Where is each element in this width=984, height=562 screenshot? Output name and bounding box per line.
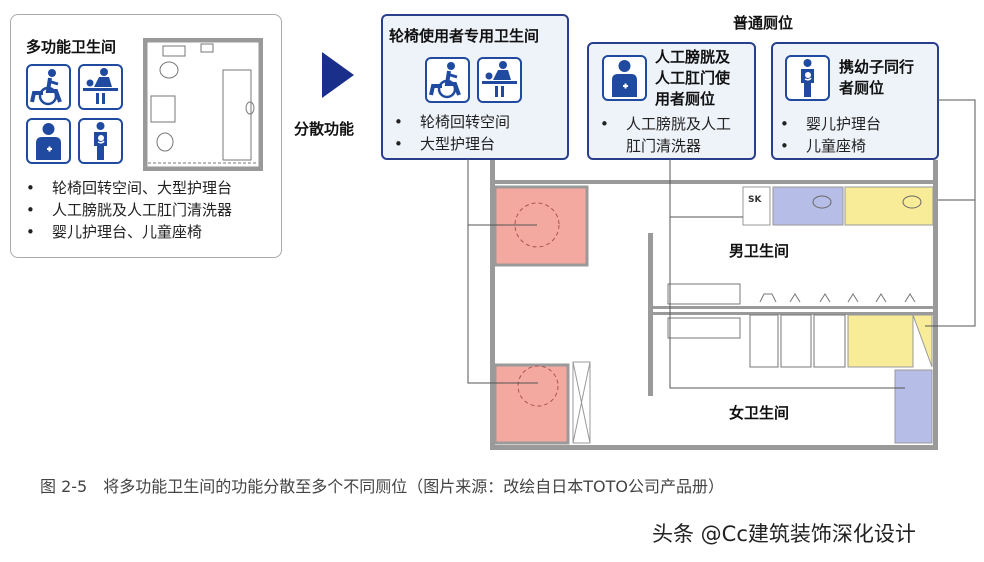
title-line: 人工膀胱及 xyxy=(655,48,731,66)
title-line: 携幼子同行 xyxy=(839,58,915,76)
title-line: 者厕位 xyxy=(839,79,885,97)
arrow-right-icon xyxy=(322,52,354,98)
sk-label: SK xyxy=(748,195,762,205)
wheelchair-bullet: •大型护理台 xyxy=(394,135,496,153)
wheelchair-box-title: 轮椅使用者专用卫生间 xyxy=(389,27,540,45)
multifunction-bullet: •人工膀胱及人工肛门清洗器 xyxy=(26,201,233,219)
multifunction-floor-plan xyxy=(143,38,263,171)
ostomy-bullet: •人工膀胱及人工 xyxy=(600,115,732,133)
distribute-functions-label: 分散功能 xyxy=(294,120,355,138)
child-box-title: 携幼子同行 者厕位 xyxy=(839,57,914,99)
child-bullet: •儿童座椅 xyxy=(780,137,867,155)
title-line: 用者厕位 xyxy=(655,90,716,108)
ostomy-stall-men xyxy=(772,186,844,226)
child-stall-men xyxy=(844,186,934,226)
child-bullet: •婴儿护理台 xyxy=(780,115,882,133)
wheelchair-room-women xyxy=(493,363,570,445)
multifunction-bullet: •婴儿护理台、儿童座椅 xyxy=(26,223,203,241)
general-stalls-label: 普通厕位 xyxy=(733,14,794,32)
restroom-floor-plan xyxy=(467,99,976,450)
multifunction-title: 多功能卫生间 xyxy=(26,38,117,56)
ostomy-box-title: 人工膀胱及 人工肛门使 用者厕位 xyxy=(655,47,730,110)
multifunction-bullet: •轮椅回转空间、大型护理台 xyxy=(26,179,233,197)
wheelchair-restroom-box xyxy=(381,14,569,160)
wheelchair-room-men xyxy=(493,185,589,267)
title-line: 人工肛门使 xyxy=(655,69,731,87)
ostomy-stall-women xyxy=(894,369,933,444)
mens-restroom-label: 男卫生间 xyxy=(729,242,790,260)
wheelchair-bullet: •轮椅回转空间 xyxy=(394,113,511,131)
figure-caption: 图 2-5 将多功能卫生间的功能分散至多个不同厕位（图片来源：改绘自日本TOTO… xyxy=(40,477,724,496)
watermark: 头条 @Cc建筑装饰深化设计 xyxy=(652,522,916,546)
womens-restroom-label: 女卫生间 xyxy=(729,404,790,422)
ostomy-bullet-cont: 肛门清洗器 xyxy=(626,137,702,155)
child-stall-women xyxy=(847,314,914,368)
